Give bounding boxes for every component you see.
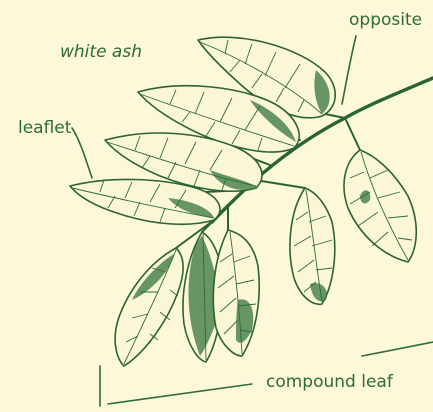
compound-leaf-baseline-right	[362, 342, 433, 356]
opposite-label: opposite	[349, 12, 422, 29]
opposite-pointer-line	[342, 36, 356, 104]
compound-leaf-label: compound leaf	[266, 374, 393, 391]
leaflet-bottom-far-left	[115, 248, 183, 366]
leaflet-label: leaflet	[18, 120, 71, 137]
species-label: white ash	[60, 44, 142, 61]
leaflet-bottom-center	[213, 230, 259, 356]
compound-leaf-baseline	[108, 384, 252, 404]
leaflet-bottom-right	[290, 188, 335, 304]
leaflet-pointer-line	[72, 128, 92, 178]
leaflet-right	[344, 150, 416, 262]
